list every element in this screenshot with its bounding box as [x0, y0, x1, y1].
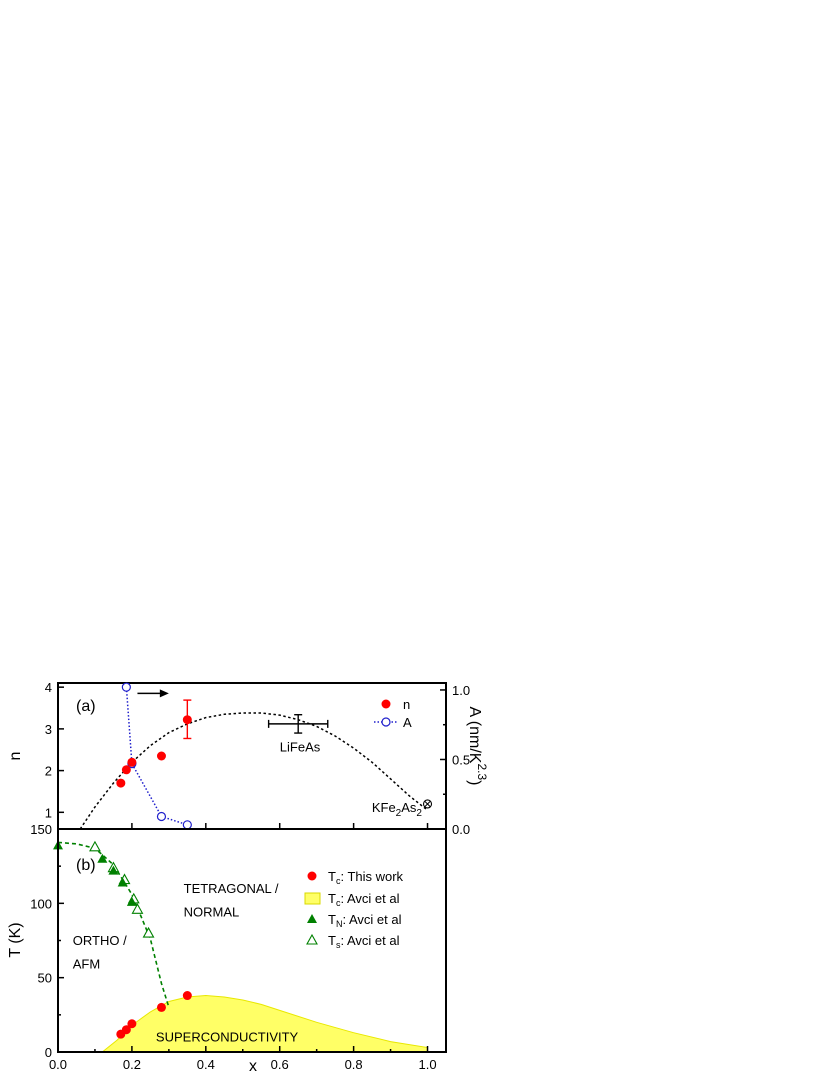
tn-point-2 [108, 865, 119, 875]
legend-tc-avci-swatch [304, 892, 321, 905]
tn-point-4 [126, 896, 137, 906]
annotation-b-normal: NORMAL [184, 905, 240, 920]
y2label-base: A (nm/K [466, 707, 483, 764]
legend-n-marker [381, 699, 391, 709]
panel-a-ylabel: n [7, 752, 24, 761]
panel-b-xlabel: x [249, 1058, 257, 1075]
panel-b-label: (b) [76, 857, 96, 874]
legend-tc-avci-rest: : Avci et al [340, 891, 399, 906]
legend-tc-this-work-marker [307, 871, 317, 881]
a-series-line [125, 687, 188, 826]
legend-tn-sub: N [336, 919, 343, 929]
n-point-3 [156, 751, 166, 761]
a-ytick-label-0: 1 [45, 805, 52, 820]
b-xtick-label-5: 1.0 [418, 1057, 436, 1072]
kfe-sub2: 2 [416, 808, 422, 819]
legend-tc-this-work-sub: c [336, 876, 341, 886]
n-point-0 [116, 778, 126, 788]
tn-point-1 [97, 853, 108, 863]
legend-tc-this-work-main: T [328, 869, 336, 884]
annotation-kfe2as2: KFe2As2 [372, 800, 423, 819]
b-ytick-label-2: 100 [30, 896, 52, 911]
legend-a-marker [381, 717, 391, 727]
legend-ts-main: T [328, 933, 336, 948]
n-point-1 [121, 765, 131, 775]
legend-a-label: A [403, 715, 412, 730]
ts-point-4 [131, 903, 144, 914]
b-xtick-label-2: 0.4 [197, 1057, 215, 1072]
legend-ts-sub: s [336, 940, 341, 950]
tc-avci-area [100, 994, 428, 1053]
legend-tn-marker [307, 914, 317, 923]
n-guide-curve [79, 712, 428, 830]
legend-n-label: n [403, 697, 410, 712]
legend-tc-avci-main: T [328, 891, 336, 906]
legend-tn-main: T [328, 912, 336, 927]
panel-b: TETRAGONAL / NORMAL ORTHO / AFM SUPERCONDUCT… [7, 828, 447, 1075]
annotation-lifeas: LiFeAs [280, 740, 321, 755]
arrow-head [159, 689, 169, 698]
annotation-b-tetragonal-: TETRAGONAL / [184, 881, 279, 896]
kfe-part2: As [401, 800, 417, 815]
a-point-2 [156, 811, 167, 822]
kfe-part1: KFe [372, 800, 396, 815]
n-point-4 [182, 715, 192, 725]
b-xtick-label-4: 0.8 [345, 1057, 363, 1072]
a-point-0 [121, 682, 131, 692]
tc-point-1 [121, 1025, 131, 1035]
a-y2tick-label-2: 1.0 [452, 683, 470, 698]
panel-a: (a) n A (nm/K2.3) n A LiFeAs KFe2As2 [7, 682, 489, 830]
legend-tc-avci: Tc: Avci et al [328, 891, 400, 908]
legend-ts-avci: Ts: Avci et al [328, 933, 400, 950]
legend-tn-rest: : Avci et al [342, 912, 401, 927]
legend-tc-this-work: Tc: This work [328, 869, 404, 886]
b-xtick-label-3: 0.6 [271, 1057, 289, 1072]
b-xtick-label-0: 0.0 [49, 1057, 67, 1072]
a-ytick-label-2: 3 [45, 722, 52, 737]
a-point-3 [182, 820, 192, 830]
tc-point-3 [156, 1002, 166, 1012]
annotation-b-ortho-: ORTHO / [73, 933, 127, 948]
ts-point-0 [89, 840, 101, 852]
panel-b-ylabel: T (K) [7, 922, 24, 957]
a-ytick-label-1: 2 [45, 764, 52, 779]
panel-a-y2label: A (nm/K2.3) [466, 707, 489, 786]
legend-ts-rest: : Avci et al [340, 933, 399, 948]
panel-a-label: (a) [76, 698, 96, 715]
b-xtick-label-1: 0.2 [123, 1057, 141, 1072]
tn-point-3 [117, 877, 128, 887]
a-y2tick-label-0: 0.0 [452, 822, 470, 837]
b-ytick-label-1: 50 [38, 971, 52, 986]
tc-point-2 [127, 1019, 137, 1029]
annotation-b-superconductivity: SUPERCONDUCTIVITY [156, 1030, 299, 1045]
legend-ts-marker [306, 933, 318, 945]
kfe-sub1: 2 [396, 808, 402, 819]
y2label-exponent: 2.3 [475, 763, 489, 780]
legend-tn-avci: TN: Avci et al [328, 912, 402, 929]
panel-a-legend: n A [374, 697, 412, 730]
ts-point-5 [142, 926, 155, 938]
legend-tc-this-work-rest: : This work [340, 869, 403, 884]
tc-point-4 [182, 991, 192, 1001]
y2label-close: ) [466, 780, 483, 785]
b-ytick-label-3: 150 [30, 822, 52, 837]
panel-b-marks: TETRAGONAL / NORMAL ORTHO / AFM SUPERCONDUCT… [53, 840, 428, 1053]
annotation-b-afm: AFM [73, 957, 100, 972]
legend-tc-avci-sub: c [336, 898, 341, 908]
a-y2tick-label-1: 0.5 [452, 752, 470, 767]
panel-a-marks [79, 682, 433, 830]
panel-b-legend: Tc: This work Tc: Avci et al TN: Avci et… [304, 869, 404, 950]
a-ytick-label-3: 4 [45, 680, 52, 695]
kfe2as2-marker-cross-2 [424, 801, 431, 807]
n-point-2 [127, 757, 137, 767]
b-ytick-label-0: 0 [45, 1045, 52, 1060]
